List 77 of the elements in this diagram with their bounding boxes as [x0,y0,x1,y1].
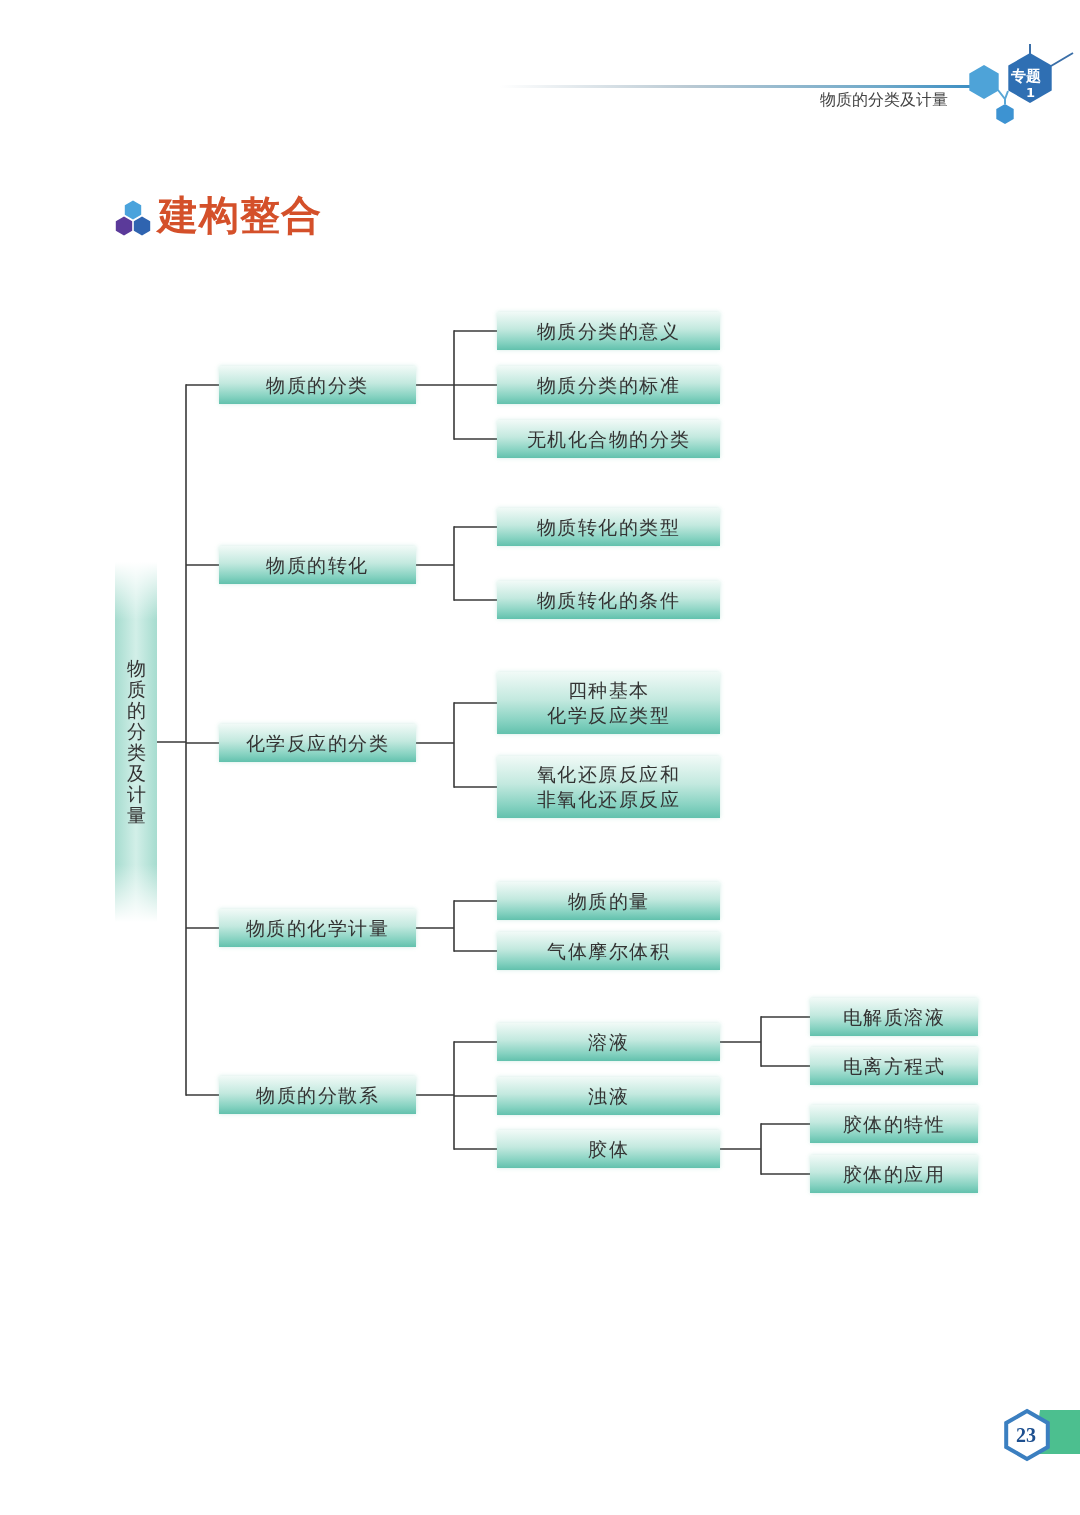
topic-label: 浊液 [588,1083,629,1109]
connector-line [760,1173,811,1175]
topic-box [497,312,720,350]
topic-label: 物质的分散系 [256,1082,379,1108]
connector-line [760,1123,811,1125]
connector-line [185,1094,220,1096]
page-number: 23 [1016,1424,1036,1446]
topic-label: 胶体的特性 [842,1111,946,1137]
connector-line [453,950,498,952]
connector-line [185,742,220,744]
connector-line [415,702,455,788]
connector-line [453,330,498,332]
connector-line [185,927,220,929]
connector-line [453,599,498,601]
topic-box [497,882,720,920]
connector-line [760,1065,811,1067]
topic-box [810,1047,978,1085]
topic-label: 电离方程式 [842,1053,946,1079]
topic-label: 物质的分类及计量 [126,658,146,826]
topic-label: 胶体 [588,1136,629,1162]
topic-box [497,756,720,818]
connector-line [156,384,187,1096]
topic-box [497,508,720,546]
topic-box [497,1023,720,1061]
connector-line [760,1016,811,1018]
connector-line [415,330,455,440]
connector-line [453,1041,498,1043]
topic-label: 物质分类的标准 [536,372,681,398]
topic-label: 无机化合物的分类 [526,426,691,452]
topic-label: 胶体的应用 [842,1161,946,1187]
topic-box [497,420,720,458]
topic-box [497,932,720,970]
topic-label: 气体摩尔体积 [547,938,670,964]
connector-line [453,900,498,902]
badge-label: 专题 [1011,69,1041,84]
topic-box [497,366,720,404]
connector-line [453,702,498,704]
topic-label: 物质转化的条件 [536,587,681,613]
connector-line [415,900,455,952]
connector-line [415,1041,455,1150]
topic-label: 化学反应的分类 [245,730,390,756]
topic-label: 电解质溶液 [842,1004,946,1030]
connector-line [719,1123,762,1175]
topic-box [219,546,416,584]
topic-label: 物质的转化 [266,552,369,578]
topic-box [810,998,978,1036]
connector-line [453,1095,498,1097]
topic-box [810,1105,978,1143]
topic-label: 物质转化的类型 [536,514,681,540]
running-head: 物质的分类及计量 [820,90,948,110]
topic-box [497,1130,720,1168]
topic-box [219,909,416,947]
topic-box [497,672,720,734]
badge-number: 1 [1026,86,1036,99]
connector-line [415,526,455,601]
connector-line [453,384,498,386]
topic-box [219,724,416,762]
section-title: 建构整合 [158,191,322,240]
connector-line [185,384,220,386]
topic-label: 四种基本化学反应类型 [547,678,670,728]
connector-line [185,564,220,566]
topic-label: 溶液 [588,1029,629,1055]
topic-box [810,1155,978,1193]
topic-box [497,581,720,619]
topic-box [219,366,416,404]
topic-label: 物质的化学计量 [245,915,390,941]
connector-line [453,1148,498,1150]
topic-label: 物质分类的意义 [536,318,681,344]
connector-line [453,526,498,528]
connector-line [453,438,498,440]
topic-label: 氧化还原反应和非氧化还原反应 [536,762,681,812]
topic-box [497,1077,720,1115]
connector-line [453,786,498,788]
connector-line [719,1016,762,1067]
topic-label: 物质的分类 [266,372,369,398]
topic-label: 物质的量 [567,888,650,914]
topic-box [219,1076,416,1114]
